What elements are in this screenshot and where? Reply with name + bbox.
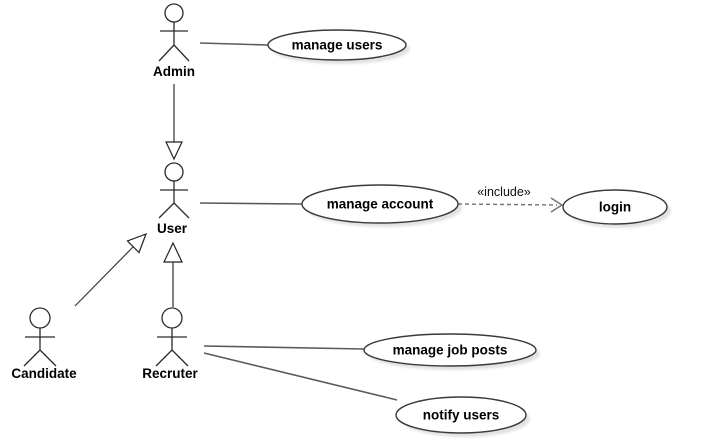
association-admin-manage-users [199,42,269,46]
usecase-manage-account: manage account [301,184,459,224]
usecase-ellipse [301,184,459,224]
generalization-line [74,246,134,307]
generalization-arrowhead [163,241,183,263]
actor-label-admin: Admin [153,64,195,79]
actor-body-icon [155,328,189,367]
include-label: «include» [477,185,531,199]
include-arrowhead-icon [550,197,564,213]
actor-label-candidate: Candidate [11,366,77,381]
actor-head-icon [164,3,184,23]
actor-recruter: Recruter [142,307,199,381]
usecase-manage-users: manage users [267,29,407,61]
usecase-ellipse [267,29,407,61]
actor-body-icon [158,181,190,219]
relationships: «include» [74,42,564,401]
usecase-label: manage users [292,38,383,53]
generalization-candidate-user [74,232,148,307]
usecase-label: login [599,200,631,215]
actor-label-user: User [157,221,188,236]
association-recruter-notify-users [203,352,398,401]
usecase-label: manage account [327,197,434,212]
actor-body-icon [23,328,57,367]
actor-candidate: Candidate [11,307,77,381]
generalization-admin-user [165,84,183,161]
include-dashed-line [457,203,558,206]
usecase-ellipse [363,333,537,367]
usecase-ellipse [395,396,527,434]
actor-admin: Admin [153,3,195,79]
ellipse-shadows [272,34,671,437]
actor-head-icon [161,307,183,329]
actor-label-recruter: Recruter [142,366,198,381]
usecase-label: notify users [423,408,500,423]
actor-body-icon [158,22,190,62]
usecase-ellipse [562,189,668,225]
usecase-login: login [562,189,668,225]
usecase-notify-users: notify users [395,396,527,434]
generalization-arrowhead [126,232,148,254]
actor-head-icon [29,307,51,329]
usecase-manage-job-posts: manage job posts [363,333,537,367]
generalization-arrowhead [165,141,183,161]
association-user-manage-account [199,202,303,205]
association-recruter-manage-job-posts [203,345,365,350]
usecase-label: manage job posts [393,343,508,358]
use-cases: manage users manage account login manage… [267,29,668,434]
actors: Admin User Candidate Recruter [11,3,199,381]
actor-user: User [157,162,190,236]
generalization-recruter-user [163,241,183,307]
actor-head-icon [164,162,184,182]
include-dependency: «include» [457,185,564,213]
